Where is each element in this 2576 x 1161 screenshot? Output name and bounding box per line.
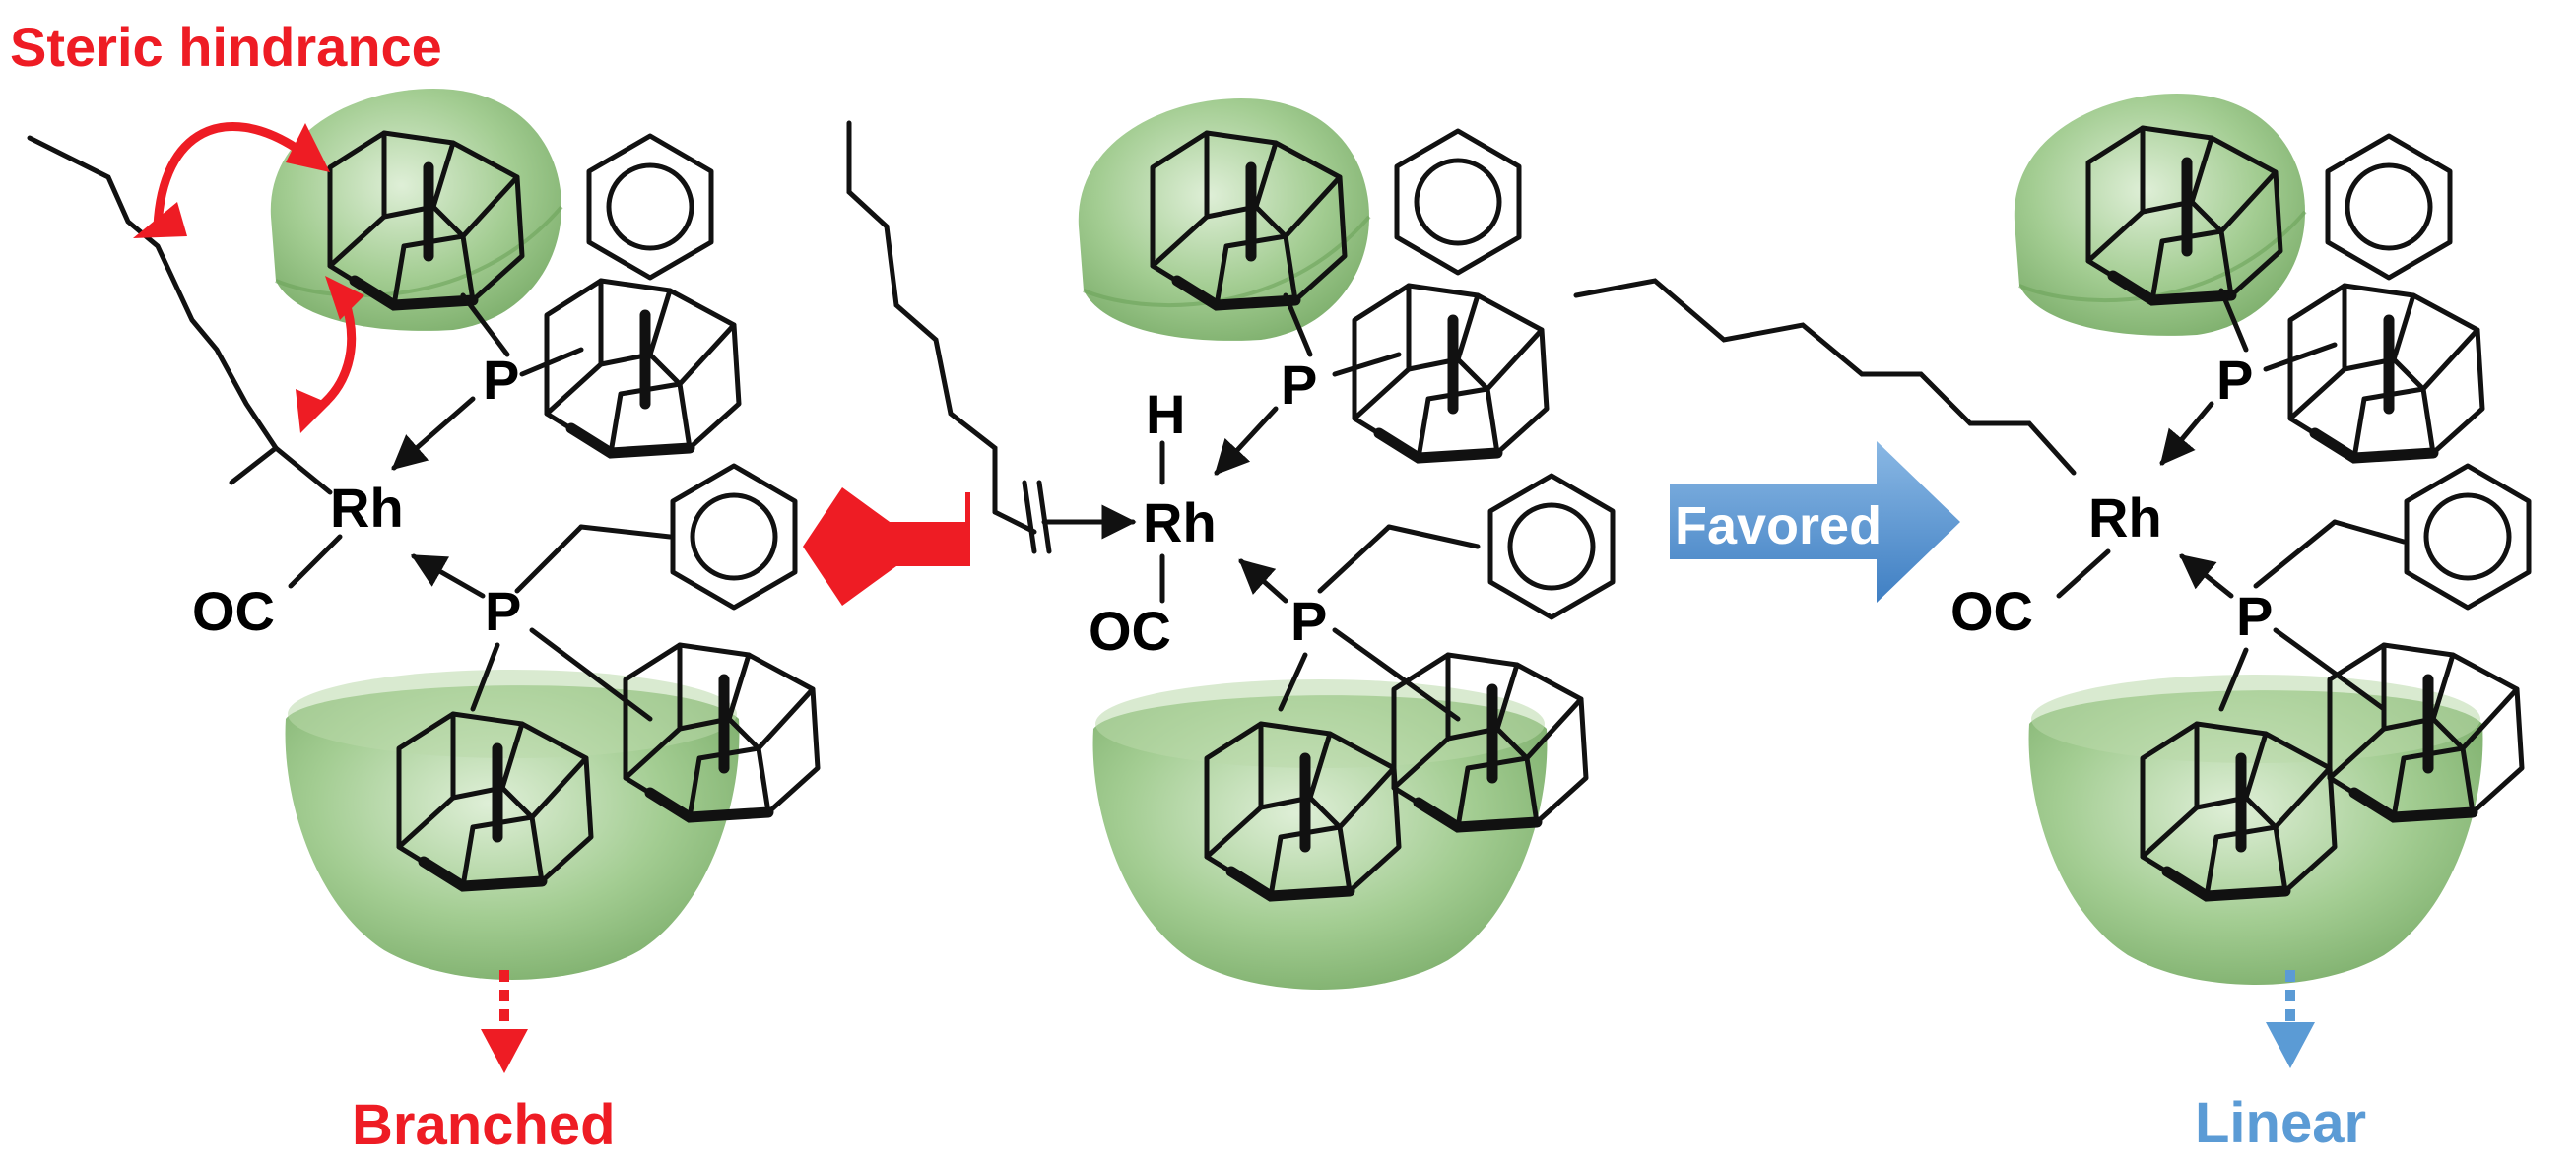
favored-label: Favored (1675, 496, 1882, 555)
benzene-bottom-right (2407, 466, 2529, 608)
p-atom-lower-right: P (2236, 585, 2273, 647)
benzene-top-right (2328, 136, 2450, 278)
steric-arrows (133, 121, 364, 433)
branched-alkyl-chain (27, 135, 280, 485)
benzene-top-middle (1397, 131, 1519, 273)
oc-ligand-left: OC (192, 580, 275, 642)
alkene-chain-middle (846, 120, 998, 515)
branched-label: Branched (352, 1093, 616, 1157)
p-atom-upper-middle: P (1281, 354, 1317, 416)
p-atom-upper-right: P (2216, 349, 2253, 411)
benzene-bottom-middle (1490, 476, 1613, 617)
steric-hindrance-label: Steric hindrance (10, 16, 442, 78)
h-atom-middle: H (1146, 383, 1185, 445)
middle-complex: H Rh P P OC (846, 97, 1613, 990)
oc-ligand-right: OC (1950, 580, 2033, 642)
steric-arrow-upper (153, 121, 298, 227)
adamantyl-right-left (547, 281, 739, 453)
rh-atom-middle: Rh (1143, 491, 1217, 553)
oc-ligand-middle: OC (1089, 600, 1171, 662)
adamantyl-right-right (2290, 286, 2482, 458)
adamantyl-right-middle (1354, 286, 1547, 458)
rh-atom-right: Rh (2088, 486, 2162, 548)
bottom-cone-middle (1092, 679, 1548, 990)
p-atom-lower-middle: P (1290, 590, 1327, 652)
linear-arrow (2266, 970, 2315, 1068)
left-complex: P P Rh OC (27, 87, 818, 980)
branched-arrow (481, 970, 528, 1073)
linear-alkyl-chain (1573, 278, 2077, 476)
rh-atom-left: Rh (330, 477, 404, 539)
linear-label: Linear (2195, 1091, 2366, 1155)
p-atom-upper-left: P (483, 349, 519, 411)
right-complex: Rh P P OC (1573, 92, 2529, 985)
benzene-bottom-left (673, 466, 795, 608)
bottom-cone-left (285, 670, 740, 980)
favored-arrow: Favored (1670, 441, 1960, 603)
benzene-top-left (589, 136, 711, 278)
